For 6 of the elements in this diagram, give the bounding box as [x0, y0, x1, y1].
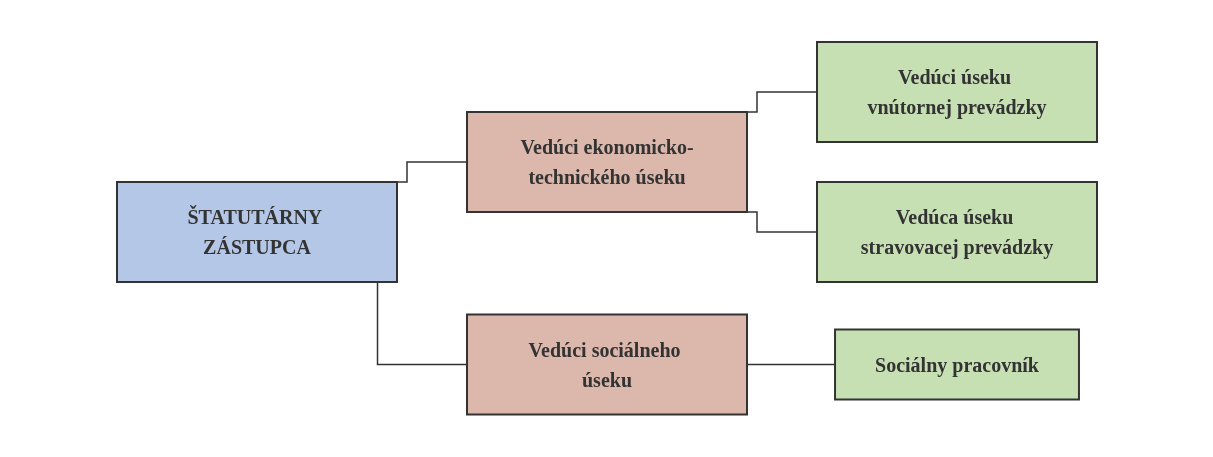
node-box: Vedúci ekonomicko-technického úseku	[465, 111, 748, 214]
node-box: Vedúca úseku stravovacej prevádzky	[815, 181, 1098, 284]
node-box: Vedúci úseku vnútornej prevádzky	[815, 41, 1098, 144]
node-box: Vedúci sociálneho úseku	[465, 313, 748, 416]
node-box: ŠTATUTÁRNY ZÁSTUPCA	[115, 181, 398, 284]
node-box: Sociálny pracovník	[833, 328, 1080, 401]
